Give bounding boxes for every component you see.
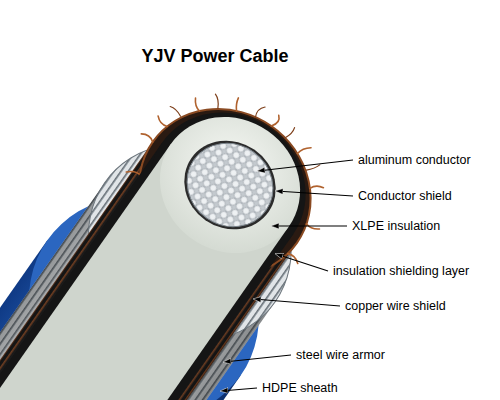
conductor-rim [171,127,290,244]
copper-wire [297,143,311,158]
copper-wire [254,105,265,119]
part-label: HDPE sheath [262,381,338,396]
copper-wire [271,115,281,127]
leader-line [221,388,257,391]
copper-wire [310,182,324,195]
part-label: steel wire armor [296,348,385,363]
copper-wire [306,221,319,232]
copper-wire [156,116,170,127]
part-label: insulation shielding layer [333,264,469,279]
leader-line [272,225,347,226]
copper-wire [169,106,182,116]
leader-line [254,299,340,306]
leader-line [276,191,353,196]
title: YJV Power Cable [95,46,335,68]
cable-body [0,48,375,400]
copper-wire [306,160,319,174]
copper-wire [141,132,154,142]
copper-wire [285,127,295,140]
insulation-end [133,90,327,281]
part-label: XLPE insulation [352,219,440,234]
part-label: aluminum conductor [358,153,471,168]
conductor-shield [167,123,293,247]
copper-wire [191,98,205,111]
conductor [171,127,290,244]
copper-wire [232,98,244,111]
part-label: Conductor shield [358,189,452,204]
leader-line [224,355,291,362]
part-label: copper wire shield [345,299,446,314]
copper-wire [210,94,224,108]
leader-line [276,254,328,271]
leader-line [258,160,353,171]
